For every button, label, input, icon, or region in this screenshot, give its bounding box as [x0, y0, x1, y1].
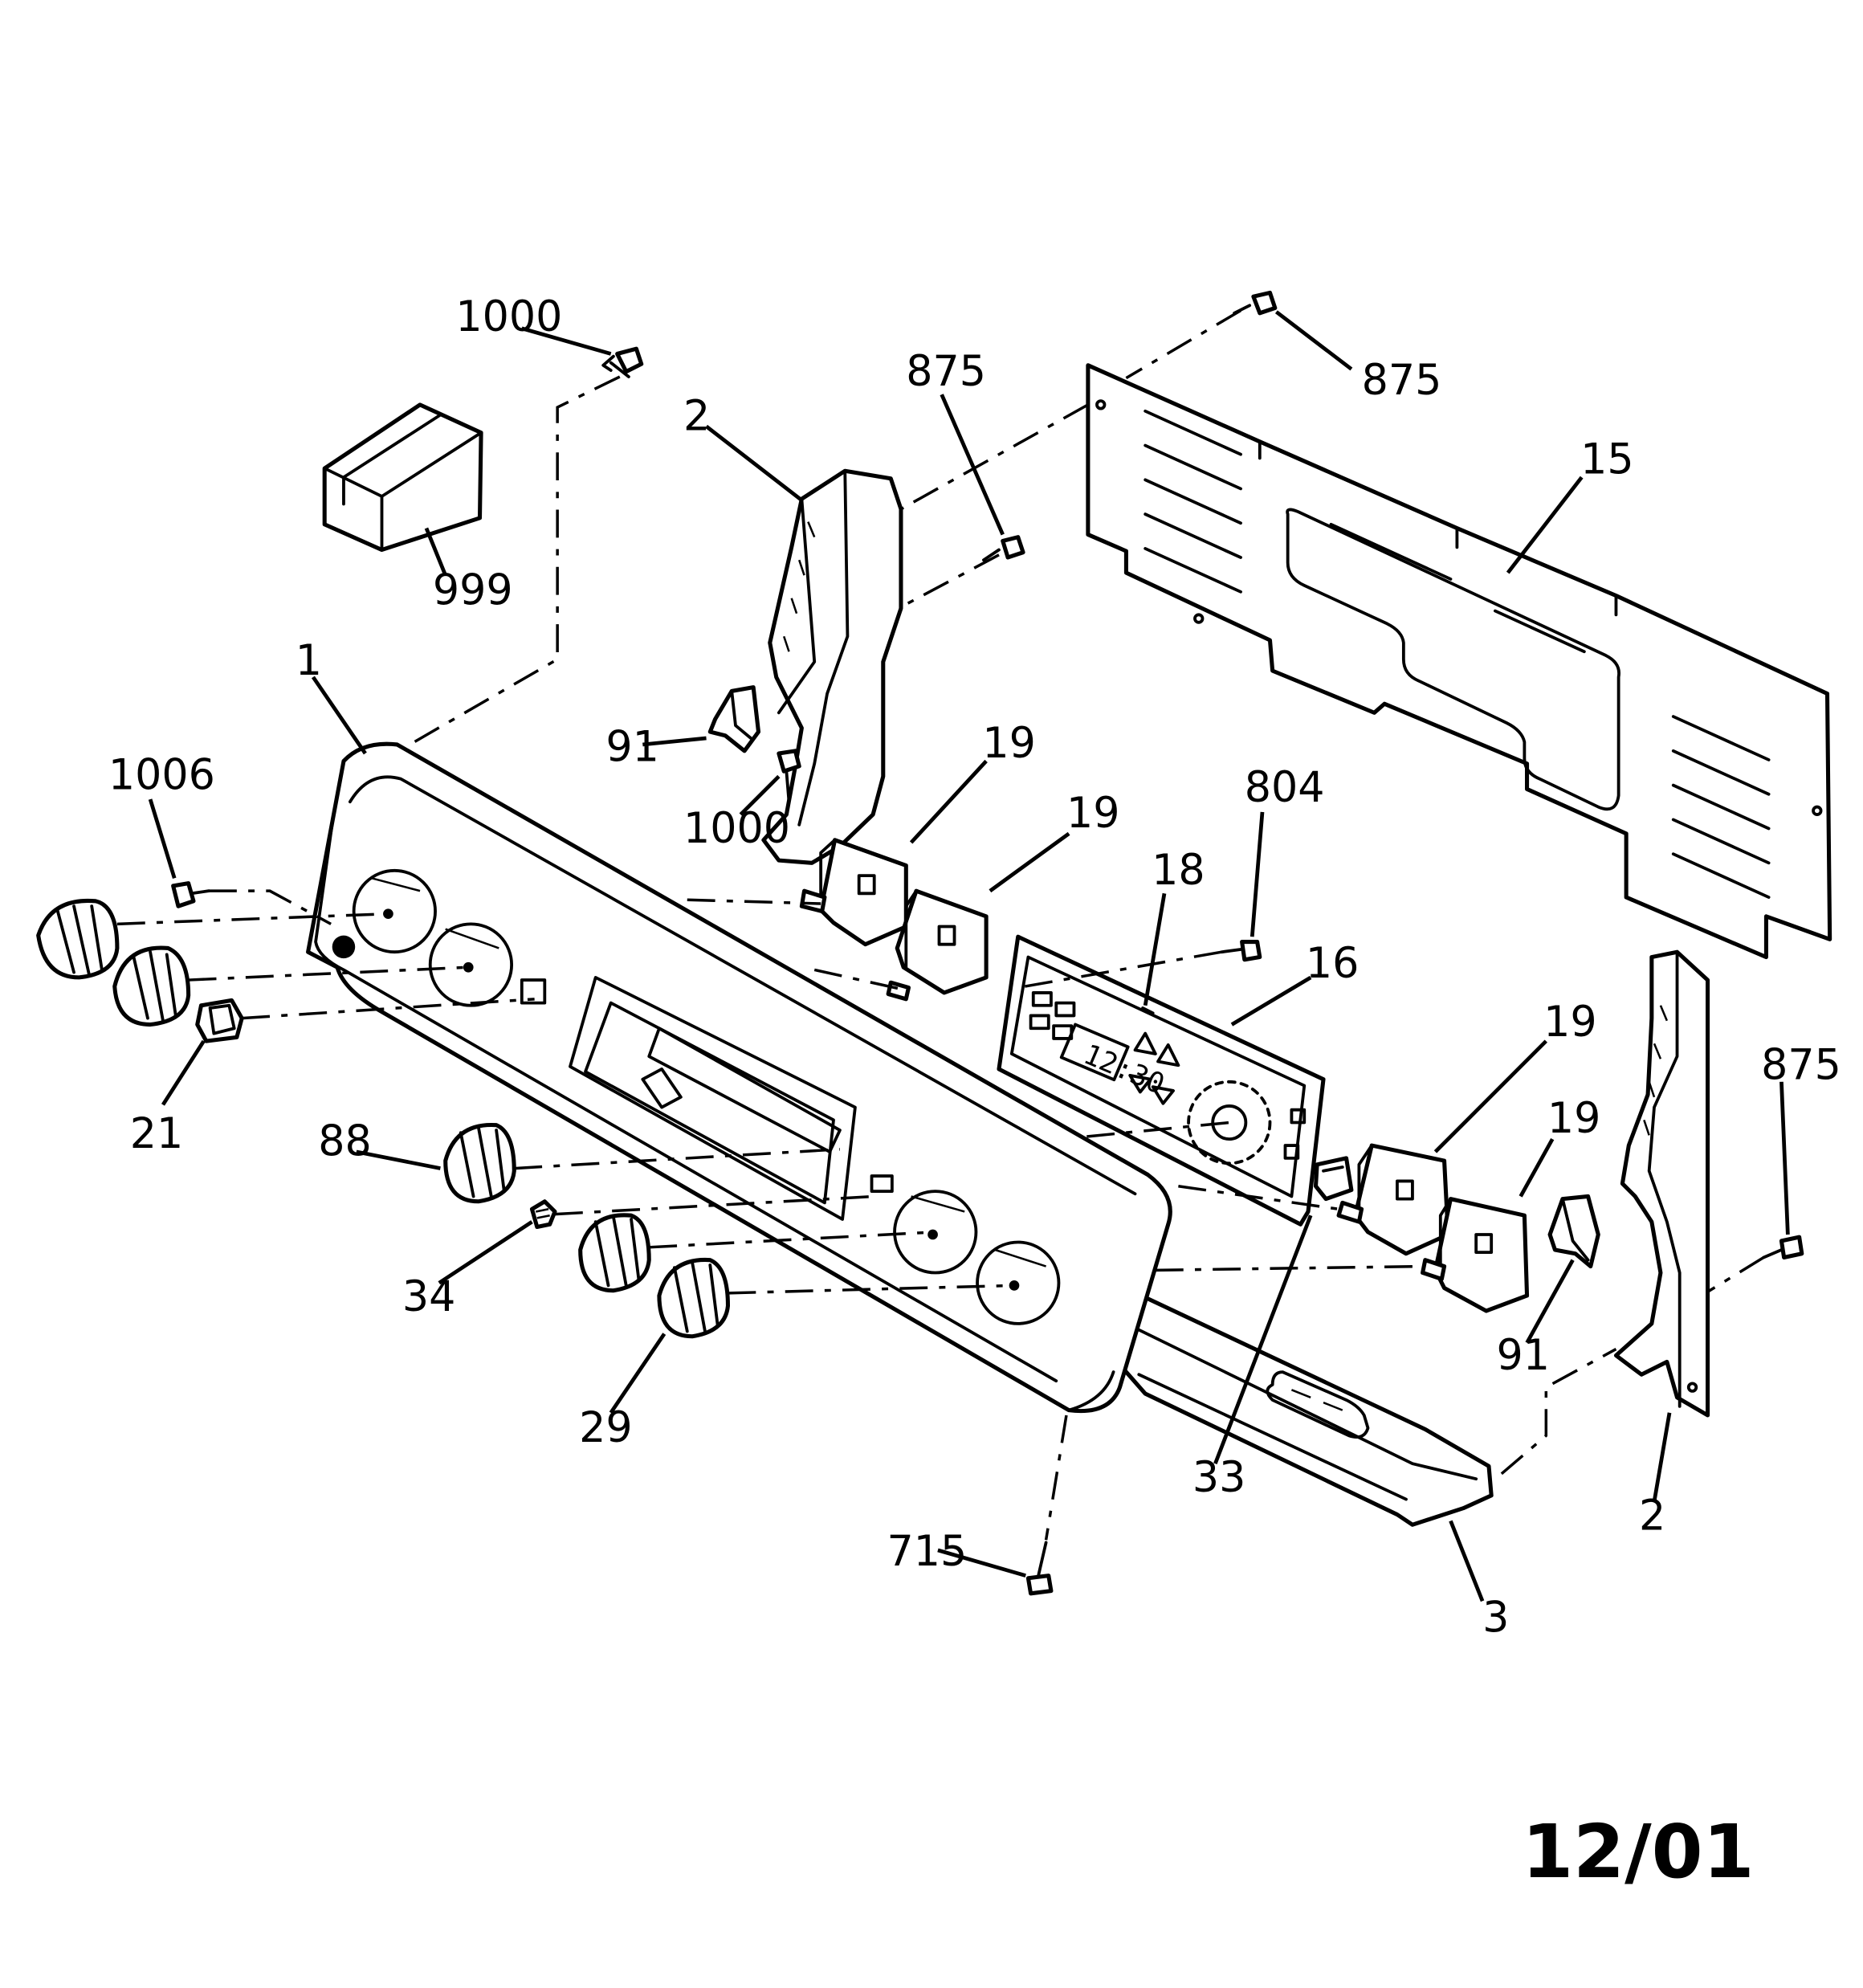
rear-panel-part-15 [1086, 363, 1832, 960]
switch-part-19-d [1421, 1197, 1530, 1313]
callout-1000-mid: 1000 [683, 804, 790, 853]
callout-875-top-left: 875 [906, 347, 986, 396]
switch-part-33 [1313, 1156, 1354, 1202]
callout-2-bottom: 2 [1639, 1492, 1665, 1541]
callout-21: 21 [130, 1109, 184, 1158]
callout-19-a: 19 [982, 719, 1036, 768]
screw-part-1006 [171, 881, 210, 908]
screw-part-875-mid [982, 535, 1025, 562]
switch-part-19-c [1336, 1143, 1450, 1256]
knob-part-88-b [112, 945, 191, 1027]
screw-part-1000-mid [777, 749, 801, 804]
control-panel-part-1 [306, 741, 1172, 1414]
clip-part-91-left [707, 685, 761, 753]
callout-1000-top: 1000 [455, 292, 562, 341]
knob-part-88 [443, 1123, 516, 1204]
knob-part-29-a [578, 1213, 651, 1293]
switch-part-19-a [799, 838, 908, 947]
callout-1006: 1006 [108, 750, 215, 799]
callout-29: 29 [579, 1403, 633, 1452]
callout-88: 88 [318, 1117, 372, 1166]
callout-875-right: 875 [1761, 1041, 1841, 1090]
rocker-switch-part-21 [195, 998, 244, 1043]
clip-part-91-right [1547, 1194, 1600, 1269]
screw-part-715 [1025, 1541, 1054, 1596]
callout-91-left: 91 [605, 723, 659, 772]
callout-19-d: 19 [1547, 1094, 1601, 1143]
clock-control-part-16: 12:30 [997, 934, 1326, 1227]
callout-19-c: 19 [1543, 998, 1597, 1047]
callout-labels: 1000 875 875 2 15 999 1 91 1000 1006 19 … [108, 292, 1841, 1642]
spring-part-34 [529, 1199, 557, 1230]
callout-715: 715 [887, 1527, 968, 1576]
callout-875-top-right: 875 [1362, 356, 1442, 405]
callout-15: 15 [1580, 435, 1634, 484]
assembly-lines [116, 309, 1765, 1541]
box-part-999 [322, 402, 483, 553]
switch-part-19-b [886, 888, 989, 1002]
callout-18: 18 [1152, 846, 1205, 895]
callout-16: 16 [1306, 939, 1360, 988]
callout-2-top: 2 [683, 392, 710, 441]
callout-804: 804 [1245, 763, 1325, 812]
screw-part-1000-top [601, 346, 644, 378]
callout-34: 34 [402, 1272, 456, 1321]
screw-part-804 [1220, 940, 1262, 962]
callout-19-b: 19 [1066, 789, 1120, 838]
callout-91-right: 91 [1497, 1331, 1551, 1380]
callout-33: 33 [1192, 1453, 1246, 1502]
side-bracket-right-part-2 [1613, 949, 1710, 1418]
knob-part-88-a [36, 898, 120, 980]
callout-3: 3 [1482, 1593, 1509, 1642]
callout-999: 999 [433, 566, 513, 615]
screw-part-875-right [1762, 1235, 1804, 1260]
lower-trim-part-3 [1115, 1283, 1494, 1527]
callout-1: 1 [296, 636, 322, 685]
diagram-date: 12/01 [1522, 1809, 1754, 1895]
part-18-tab [1141, 1006, 1155, 1015]
knob-part-29-b [657, 1258, 731, 1339]
leader-lines [148, 310, 1790, 1602]
screw-part-875-top [1233, 290, 1278, 316]
